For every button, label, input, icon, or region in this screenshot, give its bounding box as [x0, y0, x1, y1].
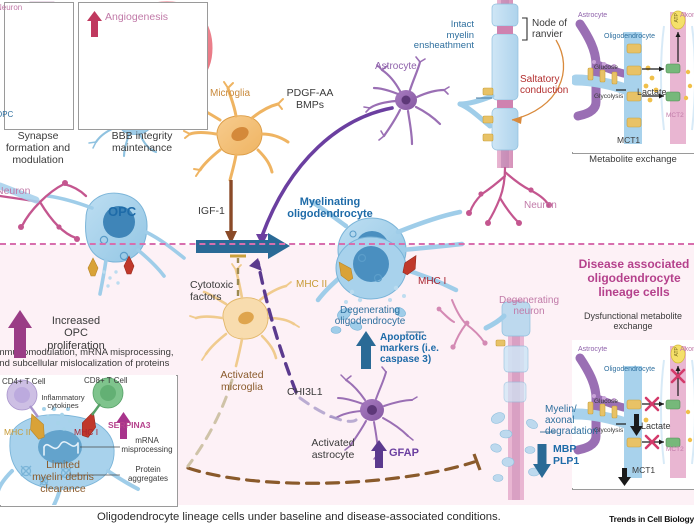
label-neuron-disease-left: Neuron [0, 185, 31, 197]
caption-immunomodulation: Immunomodulation, mRNA misprocessing, an… [0, 347, 174, 369]
mbp-plp1-down-arrow-icon [533, 444, 551, 478]
label-inflammatory-cytokines: Inflammatory cytokines [41, 393, 85, 411]
label-activated-astrocyte: Activated astrocyte [311, 437, 355, 461]
label-microglia: Microglia [210, 88, 251, 99]
label-disease-mhc1: MHC I [418, 276, 447, 287]
label-myelinating-oligodendrocyte: Myelinating oligodendrocyte [287, 196, 373, 221]
label-limited-myelin-debris-clearance: Limited myelin debris clearance [32, 459, 94, 495]
label-disease-mhc2: MHC II [296, 279, 328, 290]
label-dys-atp: ATP [673, 347, 680, 357]
label-metabolite-lactate: Lactate [637, 87, 667, 97]
label-metabolite-oligodendrocyte: Oligodendrocyte [604, 33, 655, 40]
metabolite-dysfunctional-art [572, 340, 694, 488]
caption-bbb-integrity: BBB integrity maintenance [111, 130, 173, 154]
label-metabolite-mct2: MCT2 [666, 112, 684, 119]
label-opc: OPC [108, 204, 137, 219]
label-igf1: IGF-1 [198, 205, 225, 217]
label-pdgf-bmps: PDGF-AA BMPs [286, 87, 334, 111]
label-degenerating-neuron: Degenerating neuron [498, 295, 560, 318]
label-saltatory-conduction: Saltatory conduction [520, 74, 569, 97]
label-metabolite-astrocyte: Astrocyte [578, 12, 608, 19]
gfap-up-arrow-icon [371, 440, 387, 468]
label-mrna-misprocessing: mRNA misprocessing [121, 436, 173, 454]
label-metabolite-mct1: MCT1 [617, 135, 641, 145]
angiogenesis-up-arrow-icon [87, 11, 102, 37]
label-chi3l1: CHI3L1 [287, 386, 323, 398]
label-immune-mhc1: MHC I [74, 427, 99, 437]
label-immune-mhc2: MHC II [4, 427, 31, 437]
label-myelin-axonal-degradation: Myelin/ axonal degradation [545, 404, 598, 438]
label-increased-opc-proliferation: Increased OPC proliferation [47, 315, 105, 352]
caption-metabolite-exchange: Metabolite exchange [589, 154, 677, 165]
label-neuron-baseline-right: Neuron [524, 200, 557, 211]
label-intact-myelin: Intact myelin ensheathment [413, 19, 474, 52]
label-dys-axon: Axon [680, 346, 694, 353]
label-disease-region-title: Disease associated oligodendrocyte linea… [578, 257, 690, 300]
label-node-of-ranvier: Node of ranvier [532, 18, 568, 41]
label-activated-microglia: Activated microglia [220, 369, 264, 393]
label-protein-aggregates: Protein aggregates [127, 465, 169, 483]
label-metabolite-glycolysis: Glycolysis [594, 93, 624, 100]
label-degenerating-oligodendrocyte: Degenerating oligodendrocyte [334, 305, 406, 328]
panel-synapse [4, 2, 74, 130]
label-serpina3: SERPINA3 [108, 420, 151, 430]
label-apoptotic-markers: Apoptotic markers (i.e. caspase 3) [380, 332, 439, 366]
label-dys-glycolysis: Glycolysis [594, 427, 624, 434]
label-dys-glucose: Glucose [594, 398, 618, 405]
label-metabolite-axon: Axon [680, 12, 694, 19]
label-metabolite-glucose: Glucose [594, 64, 618, 71]
label-dys-astrocyte: Astrocyte [578, 346, 608, 353]
label-dys-mct1: MCT1 [632, 465, 656, 475]
caption-synapse: Synapse formation and modulation [5, 130, 71, 166]
label-synapse-neuron: Neuron [0, 3, 23, 12]
label-angiogenesis: Angiogenesis [105, 11, 169, 23]
label-cd8-tcell: CD8+ T Cell [84, 376, 128, 385]
caption-dysfunctional-metabolite: Dysfunctional metabolite exchange [583, 311, 683, 332]
panel-bbb-integrity [78, 2, 208, 130]
figure-caption: Oligodendrocyte lineage cells under base… [97, 511, 501, 523]
label-gfap: GFAP [389, 447, 419, 459]
immune-panel-art [0, 375, 176, 505]
baseline-disease-divider [0, 243, 694, 245]
label-dys-lactate: Lactate [641, 421, 671, 431]
caption-band [0, 505, 694, 532]
label-astrocyte-baseline: Astrocyte [375, 61, 417, 72]
label-metabolite-atp: ATP [673, 13, 680, 23]
metabolite-healthy-art [572, 6, 694, 152]
label-dys-oligodendrocyte: Oligodendrocyte [604, 366, 655, 373]
label-cytotoxic-factors: Cytotoxic factors [190, 279, 234, 303]
label-mbp-plp1: MBP PLP1 [553, 443, 580, 467]
label-cd4-tcell: CD4+ T Cell [2, 377, 46, 386]
journal-footer: Trends in Cell Biology [609, 514, 694, 524]
increased-opc-up-arrow-icon [8, 310, 32, 358]
label-dys-mct2: MCT2 [666, 446, 684, 453]
apoptotic-up-arrow-icon [356, 331, 376, 369]
label-synapse-opc: OPC [0, 110, 14, 119]
